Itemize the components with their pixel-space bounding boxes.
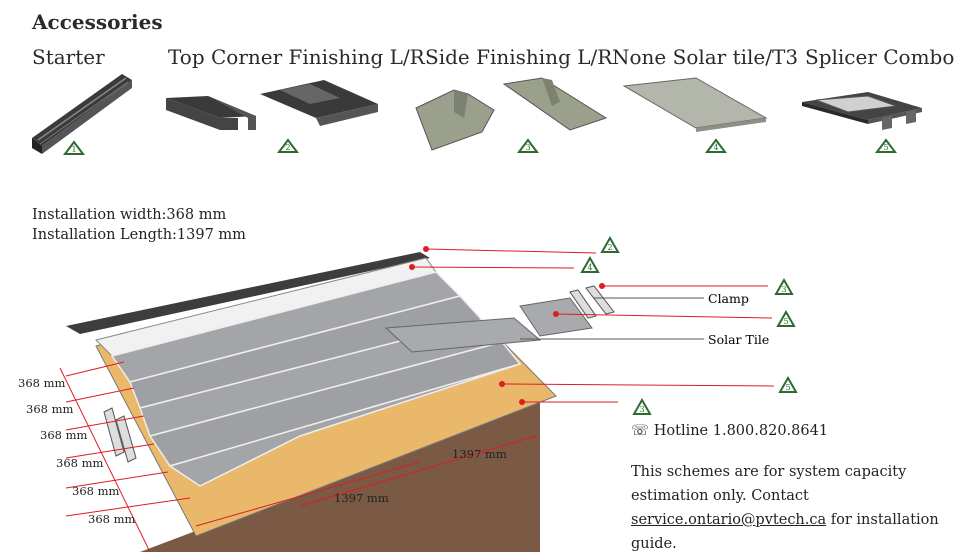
recycle-icon-4: 4	[705, 138, 727, 153]
roof-gable-wall	[140, 386, 540, 552]
row-dimension-label: 368 mm	[18, 376, 66, 390]
row-dimension-label: 368 mm	[26, 402, 74, 416]
accessory-splicer-combo-label: Splicer Combo	[805, 45, 955, 69]
contact-note-prefix: This schemes are for system capacity est…	[631, 464, 907, 504]
clamp-part	[569, 289, 597, 319]
side-finishing-strip	[115, 415, 137, 463]
section-title: Accessories	[32, 10, 163, 34]
row-dimension-label: 368 mm	[88, 512, 136, 526]
badge-5-number: 5	[883, 143, 888, 152]
recycle-icon-3: 3	[517, 138, 539, 153]
svg-text:4: 4	[587, 263, 592, 272]
contact-note: This schemes are for system capacity est…	[631, 460, 971, 556]
clamp-label: Clamp	[708, 291, 749, 306]
svg-text:5: 5	[785, 383, 790, 392]
accessory-side-finishing-label: Side Finishing L/R	[425, 45, 613, 69]
callouts	[409, 246, 775, 405]
row-dimension-label: 368 mm	[56, 456, 104, 470]
badge-4-number: 4	[713, 143, 718, 152]
installation-width: Installation width:368 mm	[32, 207, 227, 223]
svg-text:3: 3	[639, 405, 644, 414]
splicer-combo-image: 5	[802, 92, 922, 153]
solar-tile-label: Solar Tile	[708, 332, 769, 347]
recycle-icon-5: 5	[875, 138, 897, 153]
svg-text:3: 3	[781, 285, 786, 294]
badge-3-number: 3	[525, 143, 530, 152]
recycle-icon-2: 2	[277, 138, 299, 153]
non-solar-tile-image: 4	[622, 77, 768, 153]
contact-note-suffix: for installation guide.	[631, 512, 939, 552]
recycle-icon-1: 1	[63, 140, 85, 155]
length-dimension-line	[299, 435, 537, 507]
row-dimension-lines	[59, 361, 191, 552]
recycle-icon-callout-3: 3	[775, 279, 793, 295]
row-dimension-label: 368 mm	[72, 484, 120, 498]
starter-image: 1	[32, 74, 132, 155]
solar-tile-loose	[384, 317, 542, 353]
row-dimension-label: 368 mm	[40, 428, 88, 442]
roof-installation-diagram: 2 4 3 5 5 3 Clamp Solar Tile 368 mm 368 …	[18, 237, 797, 552]
recycle-icon-callout-5b: 5	[779, 377, 797, 393]
roof-ridge-edge	[66, 252, 430, 334]
row-dimension-labels: 368 mm 368 mm 368 mm 368 mm 368 mm 368 m…	[18, 376, 136, 526]
installation-length: Installation Length:1397 mm	[32, 227, 246, 243]
svg-text:5: 5	[783, 317, 788, 326]
badge-1-number: 1	[71, 145, 76, 154]
contact-email-link[interactable]: service.ontario@pvtech.ca	[631, 512, 827, 528]
recycle-icon-callout-4: 4	[581, 257, 599, 273]
accessory-non-solar-tile-label: None Solar tile/T3	[612, 45, 799, 69]
accessory-top-corner-label: Top Corner Finishing L/R	[168, 45, 425, 69]
length-dimension-label: 1397 mm	[452, 447, 507, 461]
recycle-icon-callout-5a: 5	[777, 311, 795, 327]
hotline-text: ☏ Hotline 1.800.820.8641	[631, 423, 829, 439]
length-dimension-label: 1397 mm	[334, 491, 389, 505]
accessory-starter-label: Starter	[32, 45, 105, 69]
svg-text:2: 2	[607, 243, 612, 252]
length-dimension-line	[195, 461, 421, 527]
top-corner-finishing-image: 2	[166, 80, 378, 153]
clamp-part	[585, 285, 615, 315]
badge-2-number: 2	[285, 143, 290, 152]
recycle-icon-callout-2: 2	[601, 237, 619, 253]
side-finishing-strip	[103, 407, 125, 457]
recycle-icon-callout-3b: 3	[633, 399, 651, 415]
side-finishing-image: 3	[415, 77, 608, 153]
